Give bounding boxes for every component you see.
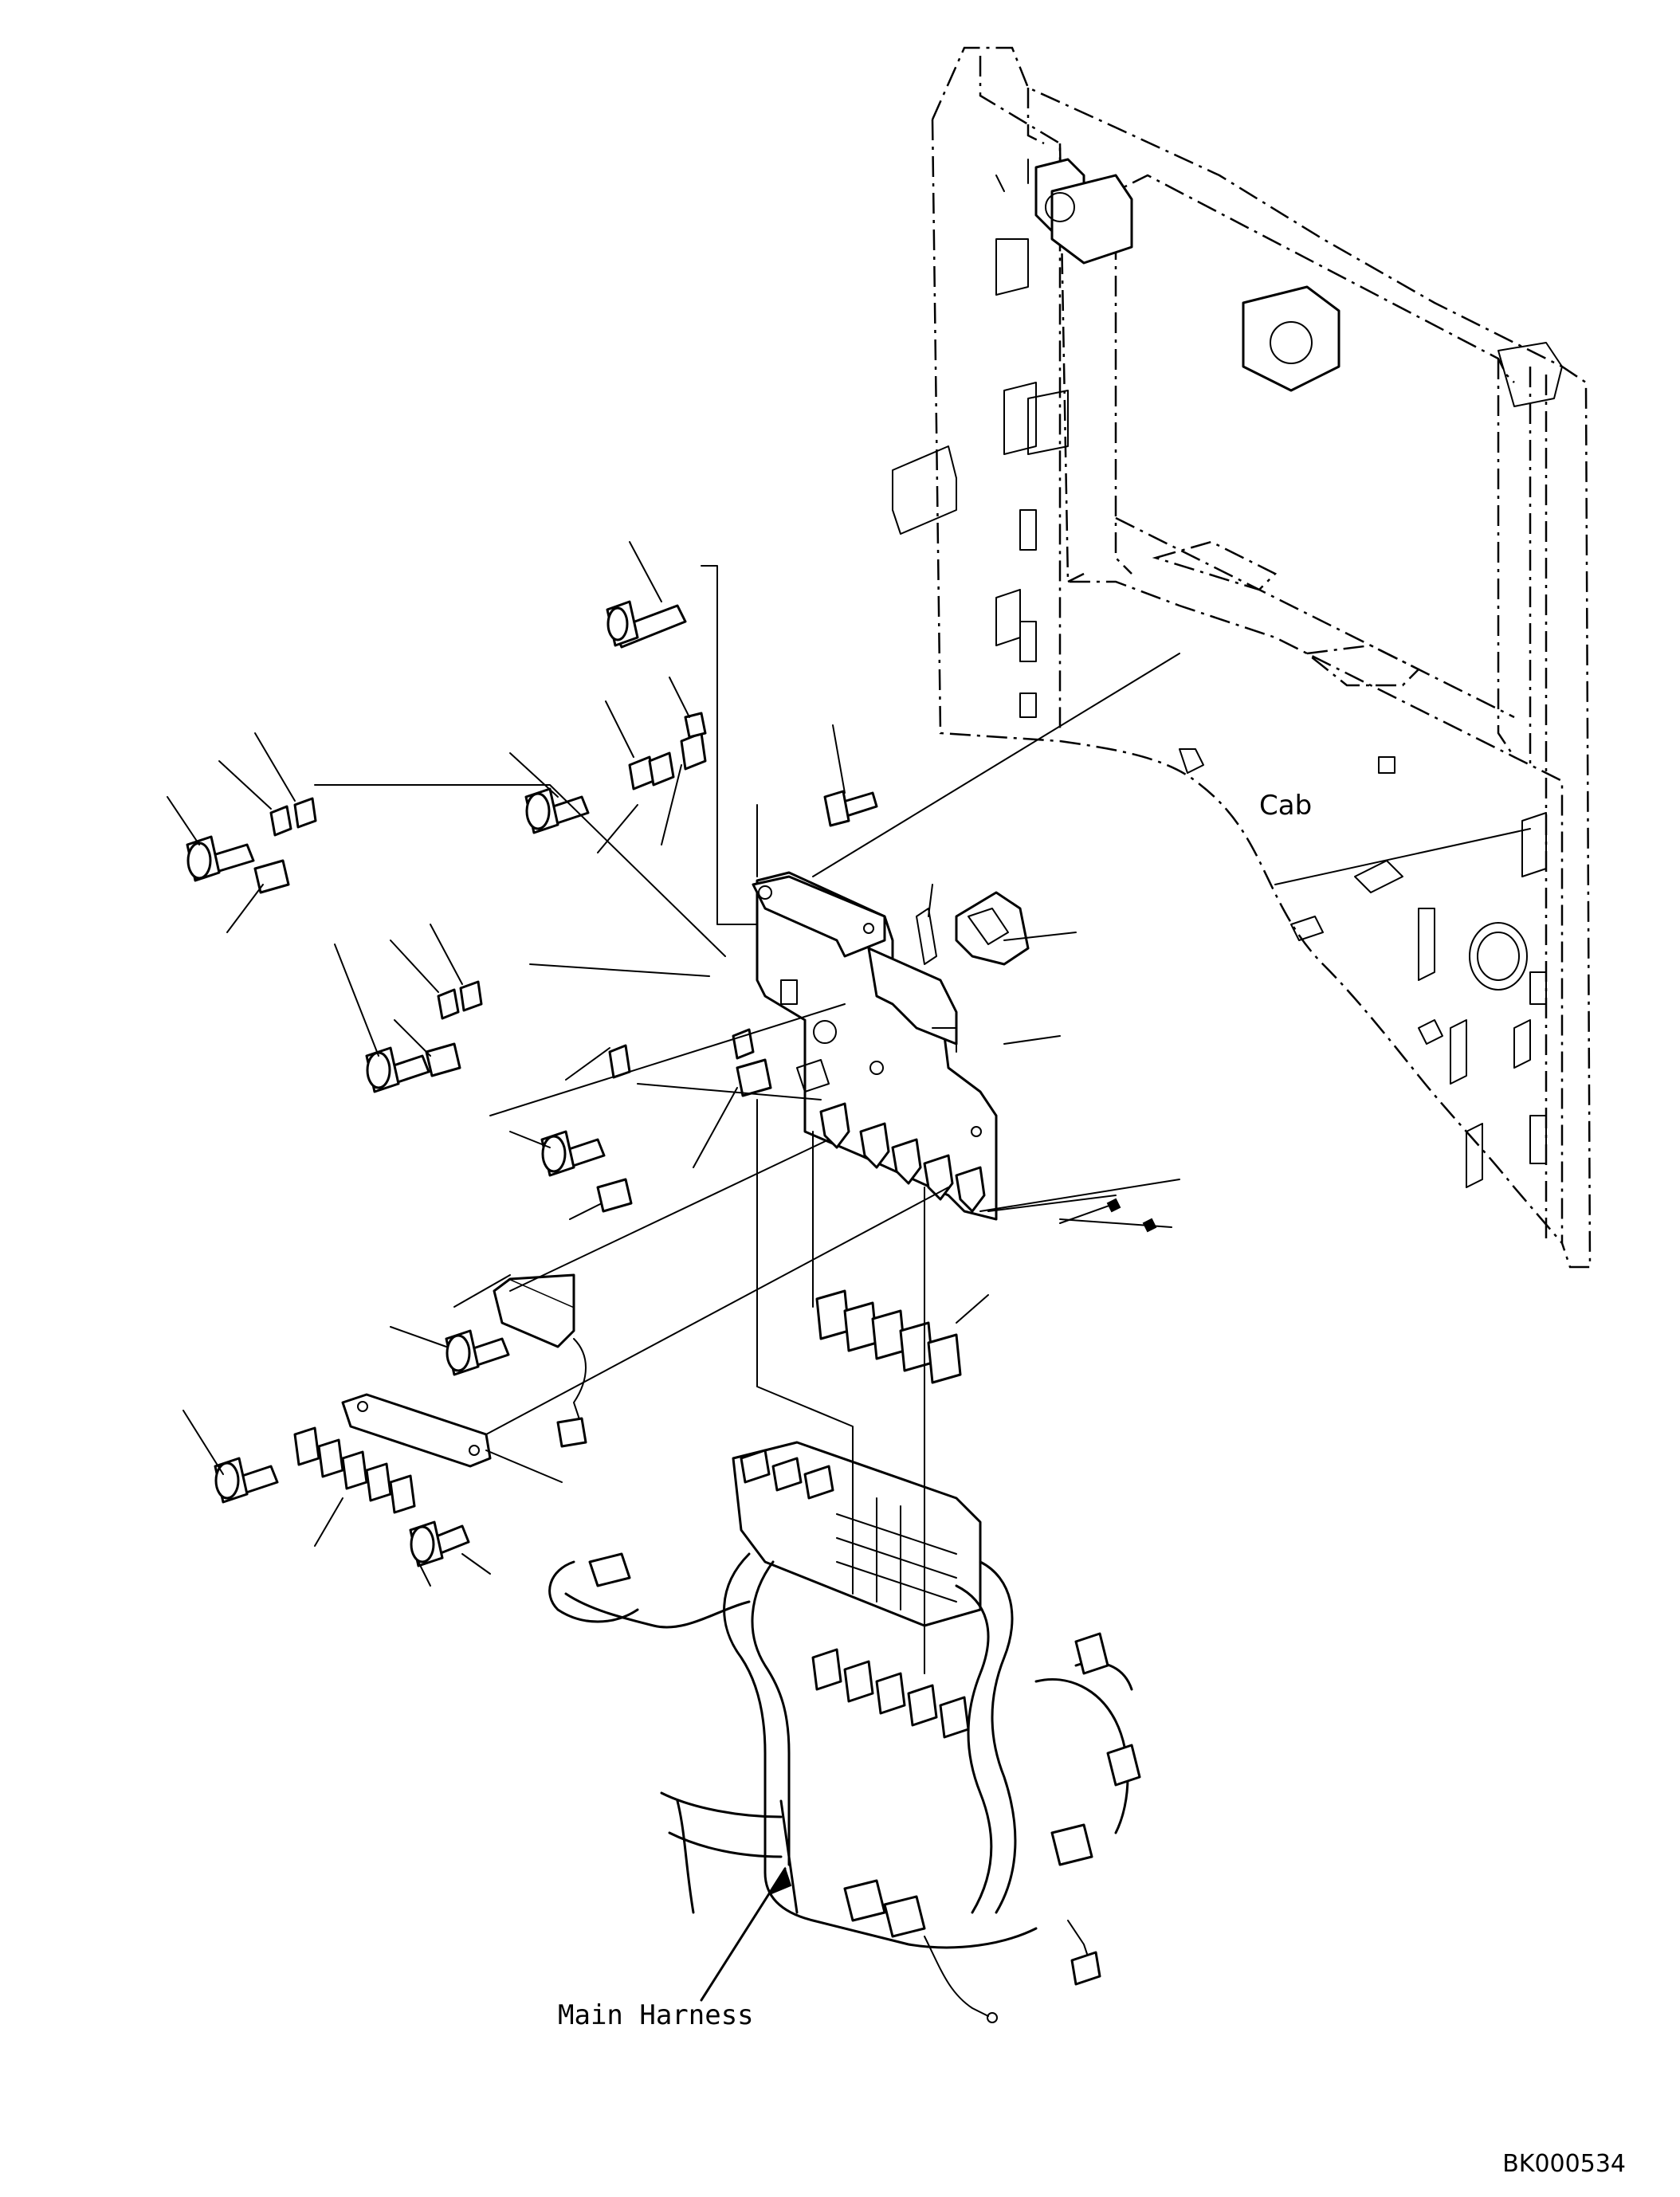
bolt-mid-1 — [524, 787, 590, 834]
cab-frame — [892, 46, 1592, 1269]
bolt-low-3 — [409, 1520, 470, 1567]
bolt-mid-2 — [365, 1046, 430, 1093]
leader-lines — [167, 541, 1117, 2002]
bolts — [186, 600, 878, 1567]
bolt-top — [606, 600, 687, 649]
clips-and-relays — [253, 712, 772, 1213]
relay-bracket — [752, 871, 1030, 1221]
relay-rail — [293, 1198, 1157, 1514]
bolt-bracket — [823, 790, 878, 827]
cab-label: Cab — [1259, 790, 1312, 822]
bolt-low-1 — [445, 1329, 510, 1376]
phantom-lines — [314, 565, 1180, 1674]
main-harness-label: Main Harness — [558, 1999, 754, 2031]
bolt-mid-3 — [540, 1130, 606, 1177]
figure-code: BK000534 — [1502, 2150, 1626, 2178]
bolt-left-1 — [186, 835, 255, 882]
main-harness — [548, 1441, 1141, 2023]
bolt-low-2 — [214, 1457, 279, 1504]
